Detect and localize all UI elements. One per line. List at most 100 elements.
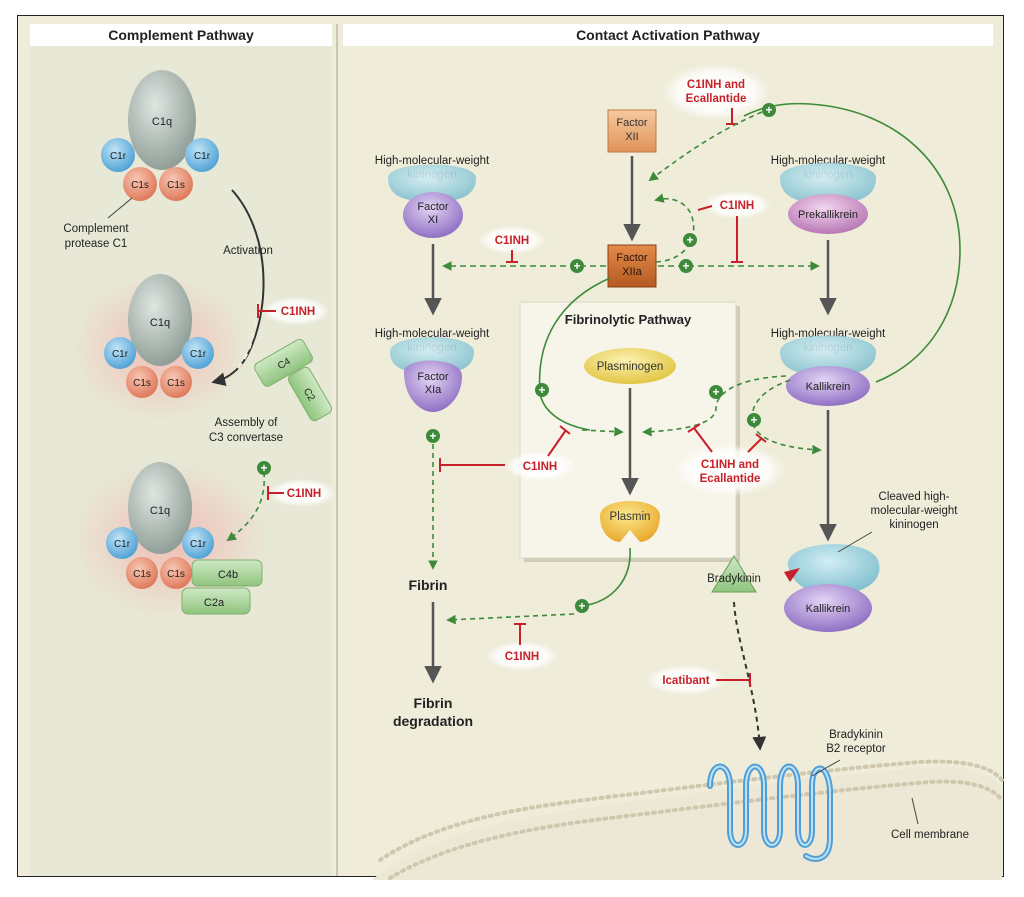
c1inh-ecallantide-glow-low (674, 444, 786, 496)
prekallikrein-label: Prekallikrein (798, 209, 858, 221)
cleaved-leader-line (837, 531, 873, 553)
c1r-left-3 (106, 527, 138, 559)
c1q-protein-3 (128, 462, 192, 554)
assembly-arrow (226, 471, 266, 542)
fibrin-label: Fibrin (409, 577, 448, 593)
activation-plus-1-sign: + (260, 461, 267, 475)
cleaved-kallikrein-label: Kallikrein (806, 603, 851, 615)
c1q-label-3: C1q (150, 505, 170, 517)
complement-c1-complex: C1q C1r C1r C1s C1s (101, 70, 219, 201)
c1q-label-2: C1q (150, 317, 170, 329)
kallikrein-to-plasminogen-path (642, 375, 787, 437)
activation-label: Activation (223, 245, 273, 257)
receptor-leader-line (811, 759, 841, 777)
hmwk-pk-shape (780, 163, 876, 204)
c1r-right-label: C1r (194, 151, 211, 162)
xiia-plg-plus (535, 383, 549, 397)
k-side-plus-sign: + (750, 413, 757, 427)
plasminogen-protein (584, 348, 676, 384)
c1s-right-3-label: C1s (167, 569, 185, 580)
plasmin-protein (600, 501, 660, 542)
c1s-left-2 (126, 366, 158, 398)
membrane-leader-line (911, 797, 919, 825)
cleaved-notch (784, 568, 800, 582)
xia-fibrin-plus-sign: + (429, 429, 436, 443)
complement-panel-title: Complement Pathway (30, 24, 332, 46)
factor-xii-box (607, 109, 657, 153)
xia-fibrin-plus (426, 429, 440, 443)
hmwk-k-shape (780, 335, 876, 376)
c1r-right-2-label: C1r (190, 349, 207, 360)
cleaved-kallikrein-protein (784, 584, 872, 632)
c1r-right-3 (182, 527, 214, 559)
ecallantide-low-stem-1 (693, 427, 713, 453)
k-plg-plus (709, 385, 723, 399)
c1s-right (159, 167, 193, 201)
c1inh-label-1: C1INH (281, 306, 316, 318)
factor-xia-protein (404, 360, 462, 412)
c1inh-glow-3 (703, 191, 771, 219)
c1s-right-label: C1s (167, 180, 185, 191)
c1s-right-3 (160, 557, 192, 589)
kallikrein-feedback-loop (743, 102, 961, 383)
c1s-left-3-label: C1s (133, 569, 151, 580)
icatibant-glow (646, 665, 726, 695)
plasmin-to-fibrin-path (581, 547, 631, 607)
c1s-right-2-label: C1s (167, 378, 185, 389)
self-loop-plus-sign: + (686, 233, 693, 247)
c1r-left-2 (104, 337, 136, 369)
factor-xiia-box (607, 244, 657, 288)
c1inh-label-4: C1INH (495, 235, 530, 247)
bradykinin-molecule (711, 555, 757, 593)
c1r-left-2-label: C1r (112, 349, 129, 360)
complement-c3-convertase: C1q C1r C1r C1s C1s C4b C2a (106, 462, 263, 615)
activation-arrow-dashed (234, 299, 260, 372)
c1inh-label-2: C1INH (287, 488, 322, 500)
plasmin-fibrin-dashed (446, 613, 575, 625)
plasmin-plus (575, 599, 589, 613)
b2-receptor-highlight (709, 765, 831, 860)
xiia-to-plasminogen-path (538, 277, 611, 431)
activation-arrow (211, 189, 265, 387)
c1inh-glow-4 (478, 226, 546, 254)
activation-plus-1 (257, 461, 271, 475)
c1inh-5-stem (547, 429, 567, 457)
prekallikrein-protein (788, 194, 868, 234)
c1q-label: C1q (152, 116, 172, 128)
c1q-protein-2 (128, 274, 192, 366)
c1inh-ecallantide-glow-top (662, 64, 770, 120)
c1inh-label-6: C1INH (505, 651, 540, 663)
kallikrein-protein (786, 366, 870, 406)
c1inh-5-bar (559, 425, 571, 435)
c1inh-glow-5 (504, 451, 576, 481)
complement-c1-activated: C1q C1r C1r C1s C1s (104, 274, 214, 398)
xiia-plg-plus-sign: + (538, 383, 545, 397)
c1s-left-label: C1s (131, 180, 149, 191)
c1q-protein (128, 70, 196, 170)
c4-protein: C4 (254, 338, 313, 387)
xiia-pk-plus (679, 259, 693, 273)
c1inh-label-3: C1INH (720, 200, 755, 212)
ecallantide-low-bar-2 (755, 433, 767, 443)
kallikrein-label: Kallikrein (806, 381, 851, 393)
c1r-left-3-label: C1r (114, 539, 131, 550)
bradykinin-to-receptor-arrow (733, 601, 767, 751)
feedback-plus (762, 103, 776, 117)
feedback-plus-sign: + (765, 103, 772, 117)
xiia-xi-plus-sign: + (573, 259, 580, 273)
plasmin-label: Plasmin (610, 511, 651, 523)
cleaved-hmwk-kallikrein: Kallikrein (784, 544, 880, 632)
